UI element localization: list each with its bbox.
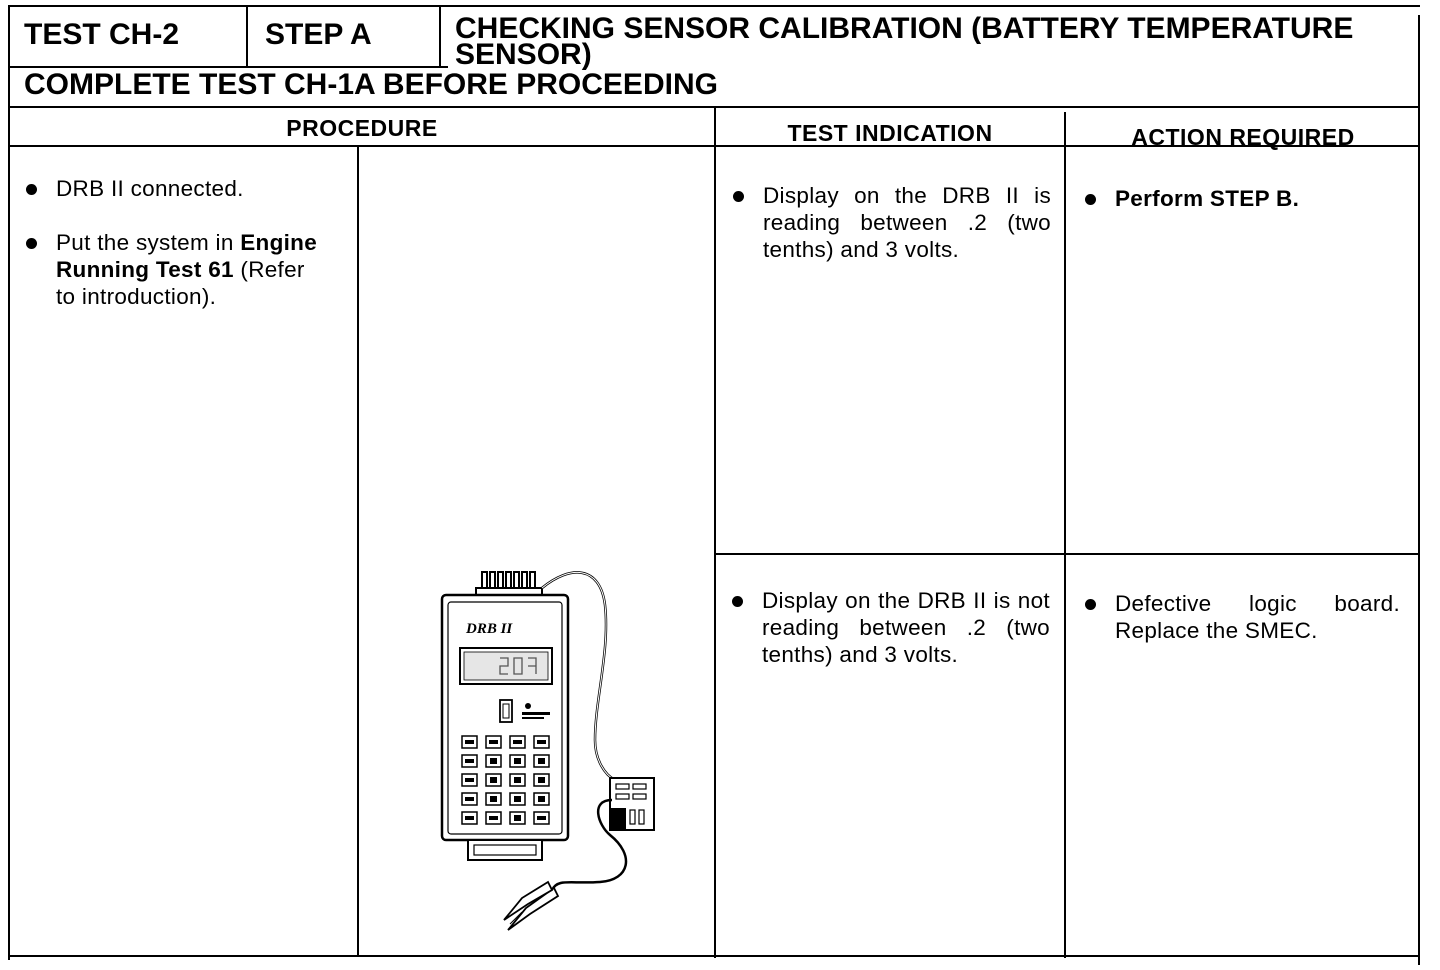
bullet-icon: [732, 596, 743, 607]
bullet-icon: [733, 191, 744, 202]
column-divider-action: [1064, 112, 1066, 958]
bullet-icon: [1085, 599, 1096, 610]
column-header-action-required: ACTION REQUIRED: [1131, 124, 1355, 150]
procedure-step-1-text: DRB II connected.: [56, 176, 244, 201]
page-title-line2: SENSOR): [455, 38, 592, 71]
action-row-1-text: Perform STEP B.: [1115, 186, 1300, 211]
bullet-icon: [1085, 194, 1096, 205]
procedure-inner-divider: [357, 145, 359, 957]
header-divider-2: [439, 5, 441, 67]
procedure-step-2-line2: Running Test 61 (Refer: [56, 257, 305, 282]
drb-ii-tester-illustration: DRB II: [440, 571, 655, 931]
action-row-1: Perform STEP B.: [1085, 185, 1405, 212]
column-header-test-indication: TEST INDICATION: [787, 120, 993, 146]
prerequisite-note: COMPLETE TEST CH-1A BEFORE PROCEEDING: [24, 68, 718, 101]
column-header-procedure: PROCEDURE: [286, 115, 438, 141]
step-id: STEP A: [265, 18, 372, 51]
table-border-left: [8, 5, 10, 960]
indication-row-2-text: Display on the DRB II is not reading bet…: [762, 588, 1050, 667]
test-id: TEST CH-2: [24, 18, 180, 51]
table-border-top: [8, 5, 1420, 7]
header-divider-1: [246, 5, 248, 67]
table-border-right: [1418, 15, 1420, 965]
indication-row-2: Display on the DRB II is not reading bet…: [732, 587, 1050, 668]
page-title-line1: CHECKING SENSOR CALIBRATION (BATTERY TEM…: [455, 12, 1354, 45]
procedure-step-2-line3: to introduction).: [56, 284, 217, 309]
procedure-step-1: DRB II connected.: [26, 175, 346, 202]
device-brand-label: DRB II: [465, 621, 513, 637]
indication-row-1: Display on the DRB II is reading between…: [733, 182, 1051, 263]
indication-row-1-text: Display on the DRB II is reading between…: [763, 183, 1051, 262]
bullet-icon: [26, 184, 37, 195]
bullet-icon: [26, 238, 37, 249]
column-divider-procedure: [714, 106, 716, 958]
action-row-2-text: Defective logic board. Replace the SMEC.: [1115, 591, 1400, 643]
row-divider: [714, 553, 1420, 555]
procedure-step-2: Put the system in Engine Running Test 61…: [26, 229, 356, 310]
procedure-step-2-line1: Put the system in Engine: [56, 230, 318, 255]
action-row-2: Defective logic board. Replace the SMEC.: [1085, 590, 1400, 644]
header-rule: [8, 66, 448, 68]
